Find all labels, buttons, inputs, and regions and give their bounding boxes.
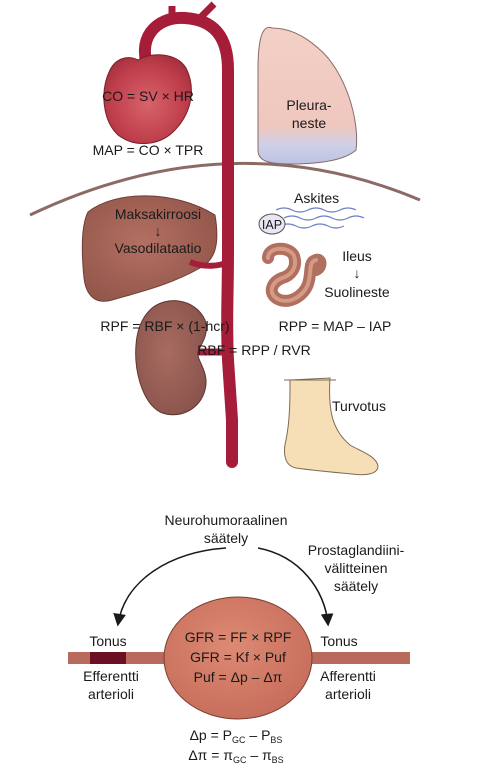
prosta-label-line1: Prostaglandiini- bbox=[308, 542, 405, 558]
efferent-label-line1: Efferentti bbox=[83, 668, 139, 684]
liver-label-line1: Maksakirroosi bbox=[115, 206, 201, 222]
efferent-label-line2: arterioli bbox=[88, 686, 134, 702]
iap-label: IAP bbox=[262, 218, 282, 232]
puf-formula: Puf = Δp – Δπ bbox=[194, 669, 283, 685]
glomerulus-shape bbox=[163, 596, 313, 720]
kidney-shape bbox=[135, 300, 207, 416]
afferent-label-line1: Afferentti bbox=[320, 668, 376, 684]
neuro-arrow bbox=[113, 547, 227, 627]
tonus-right-label: Tonus bbox=[320, 633, 357, 649]
tonus-left-label: Tonus bbox=[89, 633, 126, 649]
intestine-highlight bbox=[266, 246, 318, 303]
prosta-arrow bbox=[257, 547, 334, 627]
delta-pi-formula: Δπ = πGC – πBS bbox=[188, 747, 283, 765]
ascites-waves bbox=[275, 207, 365, 229]
liver-arrow: ↓ bbox=[155, 223, 162, 239]
hepatic-branch bbox=[188, 259, 230, 269]
aorta bbox=[139, 11, 238, 468]
ileus-arrow: ↓ bbox=[354, 265, 361, 281]
gfr-formula-ff: GFR = FF × RPF bbox=[185, 629, 292, 645]
map-formula: MAP = CO × TPR bbox=[93, 142, 204, 158]
ascites-label: Askites bbox=[294, 190, 339, 206]
delta-p-formula: Δp = PGC – PBS bbox=[190, 727, 283, 745]
intestinal-fluid-label: Suolineste bbox=[324, 284, 390, 300]
foot-shape bbox=[283, 377, 379, 476]
heart-shape bbox=[103, 54, 192, 145]
edema-label: Turvotus bbox=[332, 398, 386, 414]
neuro-label-line2: säätely bbox=[204, 530, 248, 546]
prosta-label-line2: välitteinen bbox=[324, 560, 387, 576]
heart-formula: CO = SV × HR bbox=[102, 88, 194, 104]
liver-shape bbox=[81, 195, 218, 302]
afferent-label-line2: arterioli bbox=[325, 686, 371, 702]
gfr-formula-kf: GFR = Kf × Puf bbox=[190, 649, 286, 665]
ileus-label: Ileus bbox=[342, 248, 372, 264]
left-branch bbox=[197, 1, 217, 21]
rbf-formula: RBF = RPP / RVR bbox=[197, 342, 310, 358]
afferent-arteriole bbox=[300, 652, 410, 664]
lung-shape bbox=[257, 26, 358, 165]
prosta-label-line3: säätely bbox=[334, 578, 378, 594]
neuro-label-line1: Neurohumoraalinen bbox=[165, 512, 288, 528]
rpp-formula: RPP = MAP – IAP bbox=[279, 318, 392, 334]
rpf-formula: RPF = RBF × (1-hcr) bbox=[100, 318, 229, 334]
iap-bubble bbox=[258, 213, 286, 235]
lung-label-line1: Pleura- bbox=[286, 97, 331, 113]
efferent-tonus-band bbox=[90, 652, 126, 664]
liver-label-line2: Vasodilataatio bbox=[115, 240, 202, 256]
lung-label-line2: neste bbox=[292, 115, 326, 131]
